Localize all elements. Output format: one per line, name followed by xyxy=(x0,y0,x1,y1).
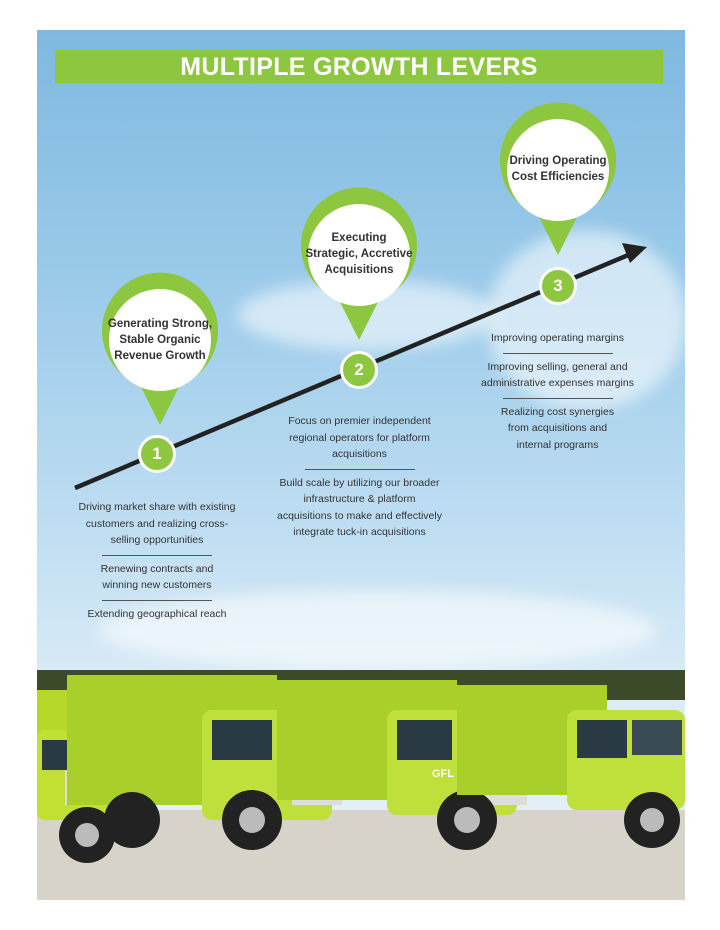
point: Improving selling, general and administr… xyxy=(481,360,634,390)
lever-2-points: Focus on premier independent regional op… xyxy=(277,413,442,541)
lever-1-points: Driving market share with existing custo… xyxy=(72,499,242,622)
pin-2 xyxy=(301,187,417,340)
point: Driving market share with existing custo… xyxy=(78,501,236,546)
point: Focus on premier independent regional op… xyxy=(288,415,431,460)
point: Improving operating margins xyxy=(490,332,625,344)
cloud xyxy=(97,590,657,670)
trucks-photo xyxy=(37,670,685,900)
lever-2-number: 2 xyxy=(340,351,378,389)
truck xyxy=(67,675,342,850)
pin-3 xyxy=(500,102,617,255)
lever-3-number: 3 xyxy=(539,267,577,305)
cloud xyxy=(487,230,685,410)
truck-logo: GFL xyxy=(432,768,454,780)
lever-3-points: Improving operating margins Improving se… xyxy=(470,330,645,453)
point: Build scale by utilizing our broader inf… xyxy=(277,476,442,539)
pin-1 xyxy=(101,272,218,425)
growth-diagram xyxy=(37,102,685,900)
arrow-head-icon xyxy=(622,243,647,263)
truck xyxy=(457,685,685,848)
growth-levers-page: MULTIPLE GROWTH LEVERS xyxy=(37,30,685,900)
lever-1-number: 1 xyxy=(138,435,176,473)
page-title: MULTIPLE GROWTH LEVERS xyxy=(55,50,663,83)
point: Renewing contracts and winning new custo… xyxy=(100,562,214,592)
point: Extending geographical reach xyxy=(87,607,227,620)
point: Realizing cost synergies from acquisitio… xyxy=(500,405,615,451)
